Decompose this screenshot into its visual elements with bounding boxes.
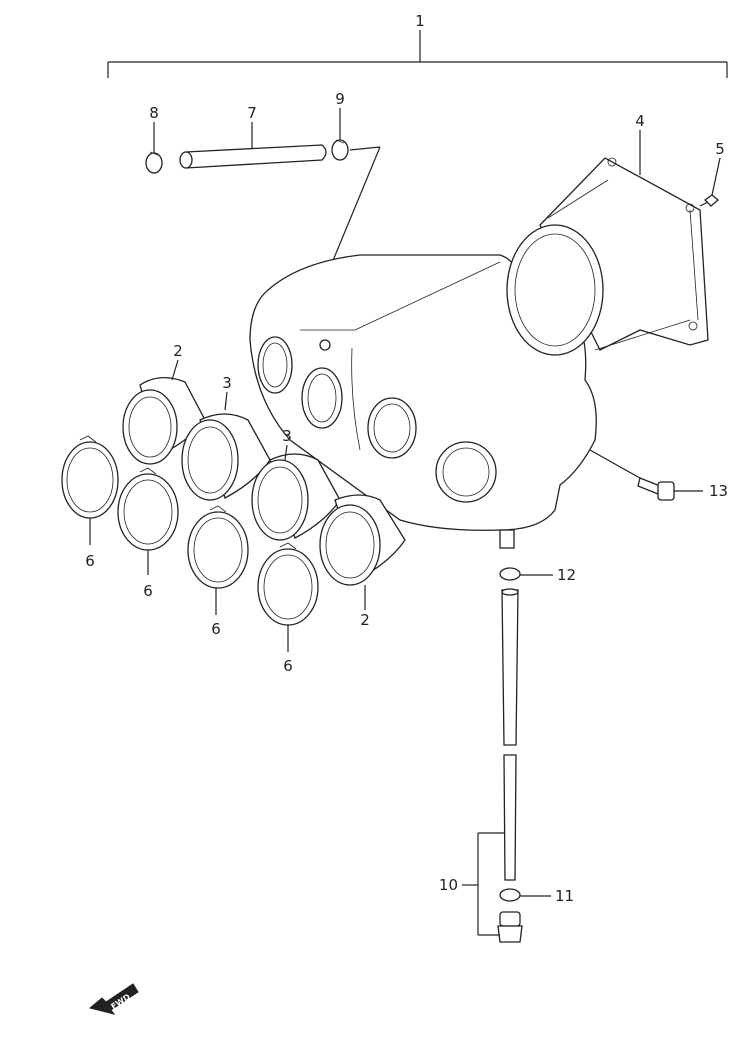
air-cleaner-element [506,157,709,356]
drain-hose [501,588,519,881]
pipe-clamp [61,435,119,519]
callout-1: 1 [415,12,425,30]
callout-2-upper: 2 [173,342,183,360]
drain-clip-upper [499,567,521,581]
drain-plug [497,911,523,943]
bolt [637,477,675,501]
callout-6-b: 6 [143,582,153,600]
callout-13: 13 [709,482,728,500]
pipe-clamp [187,505,249,589]
callout-6-d: 6 [283,657,293,675]
callout-7: 7 [247,104,257,122]
pipe-clamp [257,542,319,626]
callout-4: 4 [635,112,645,130]
callout-8: 8 [149,104,159,122]
clamp-left [145,151,163,174]
forward-arrow-icon: FWD [88,983,139,1015]
intake-pipe [319,494,406,586]
callout-12: 12 [557,566,576,584]
intake-pipe [251,453,341,541]
clamp-right [331,139,349,161]
screw [699,194,720,207]
callout-6-a: 6 [85,552,95,570]
intake-pipe [181,413,271,501]
pipe-clamp [117,467,179,551]
leader-lines [89,108,721,652]
air-cleaner-case [249,254,597,549]
callout-3-lower: 3 [282,427,292,445]
callout-11: 11 [555,887,574,905]
callout-10: 10 [439,876,458,894]
drain-clip-lower [499,888,521,902]
callout-2-lower: 2 [360,611,370,629]
callout-bracket-10 [462,832,504,936]
callout-3-upper: 3 [222,374,232,392]
callout-9: 9 [335,90,345,108]
callout-5: 5 [715,140,725,158]
callout-6-c: 6 [211,620,221,638]
assembly-bracket [107,30,728,78]
breather-hose [179,144,327,169]
